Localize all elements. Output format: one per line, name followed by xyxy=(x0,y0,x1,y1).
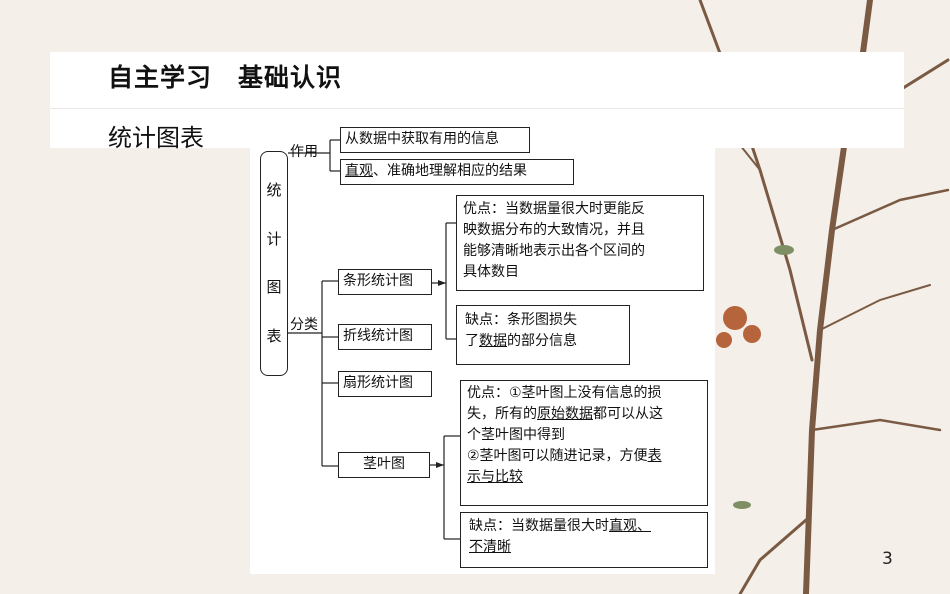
root-box-statistics-charts: 统 计 图 表 xyxy=(260,151,288,376)
type-pie-chart: 扇形统计图 xyxy=(338,371,432,397)
slide-title: 自主学习 基础认识 xyxy=(108,63,343,92)
stem-leaf-cons: 缺点：当数据量很大时直观、 不清晰 xyxy=(460,512,708,568)
bar-chart-pros: 优点：当数据量很大时更能反 映数据分布的大致情况，并且 能够清晰地表示出各个区间… xyxy=(456,195,704,291)
title-divider xyxy=(50,108,904,109)
root-char-4: 表 xyxy=(266,327,282,346)
type-stem-leaf: 茎叶图 xyxy=(338,452,430,478)
branch-label-classify: 分类 xyxy=(290,317,318,333)
use-item-2: 直观、准确地理解相应的结果 xyxy=(340,159,574,185)
page-number: 3 xyxy=(882,549,893,569)
use-item-1: 从数据中获取有用的信息 xyxy=(340,127,530,153)
root-char-3: 图 xyxy=(266,278,282,297)
statistics-chart-diagram: 统 计 图 表 作用 分类 从数据中获取有用的信息 直观、准确地理解相应的结果 … xyxy=(250,121,715,574)
root-char-2: 计 xyxy=(266,229,282,248)
branch-label-use: 作用 xyxy=(290,144,318,160)
bar-chart-cons: 缺点：条形图损失 了数据的部分信息 xyxy=(456,305,630,365)
root-char-1: 统 xyxy=(266,180,282,199)
type-bar-chart: 条形统计图 xyxy=(338,269,432,295)
slide-subtitle: 统计图表 xyxy=(108,124,204,152)
connector-lines xyxy=(288,139,460,540)
type-line-chart: 折线统计图 xyxy=(338,324,432,350)
stem-leaf-pros: 优点：①茎叶图上没有信息的损 失，所有的原始数据都可以从这 个茎叶图中得到 ②茎… xyxy=(460,380,708,506)
